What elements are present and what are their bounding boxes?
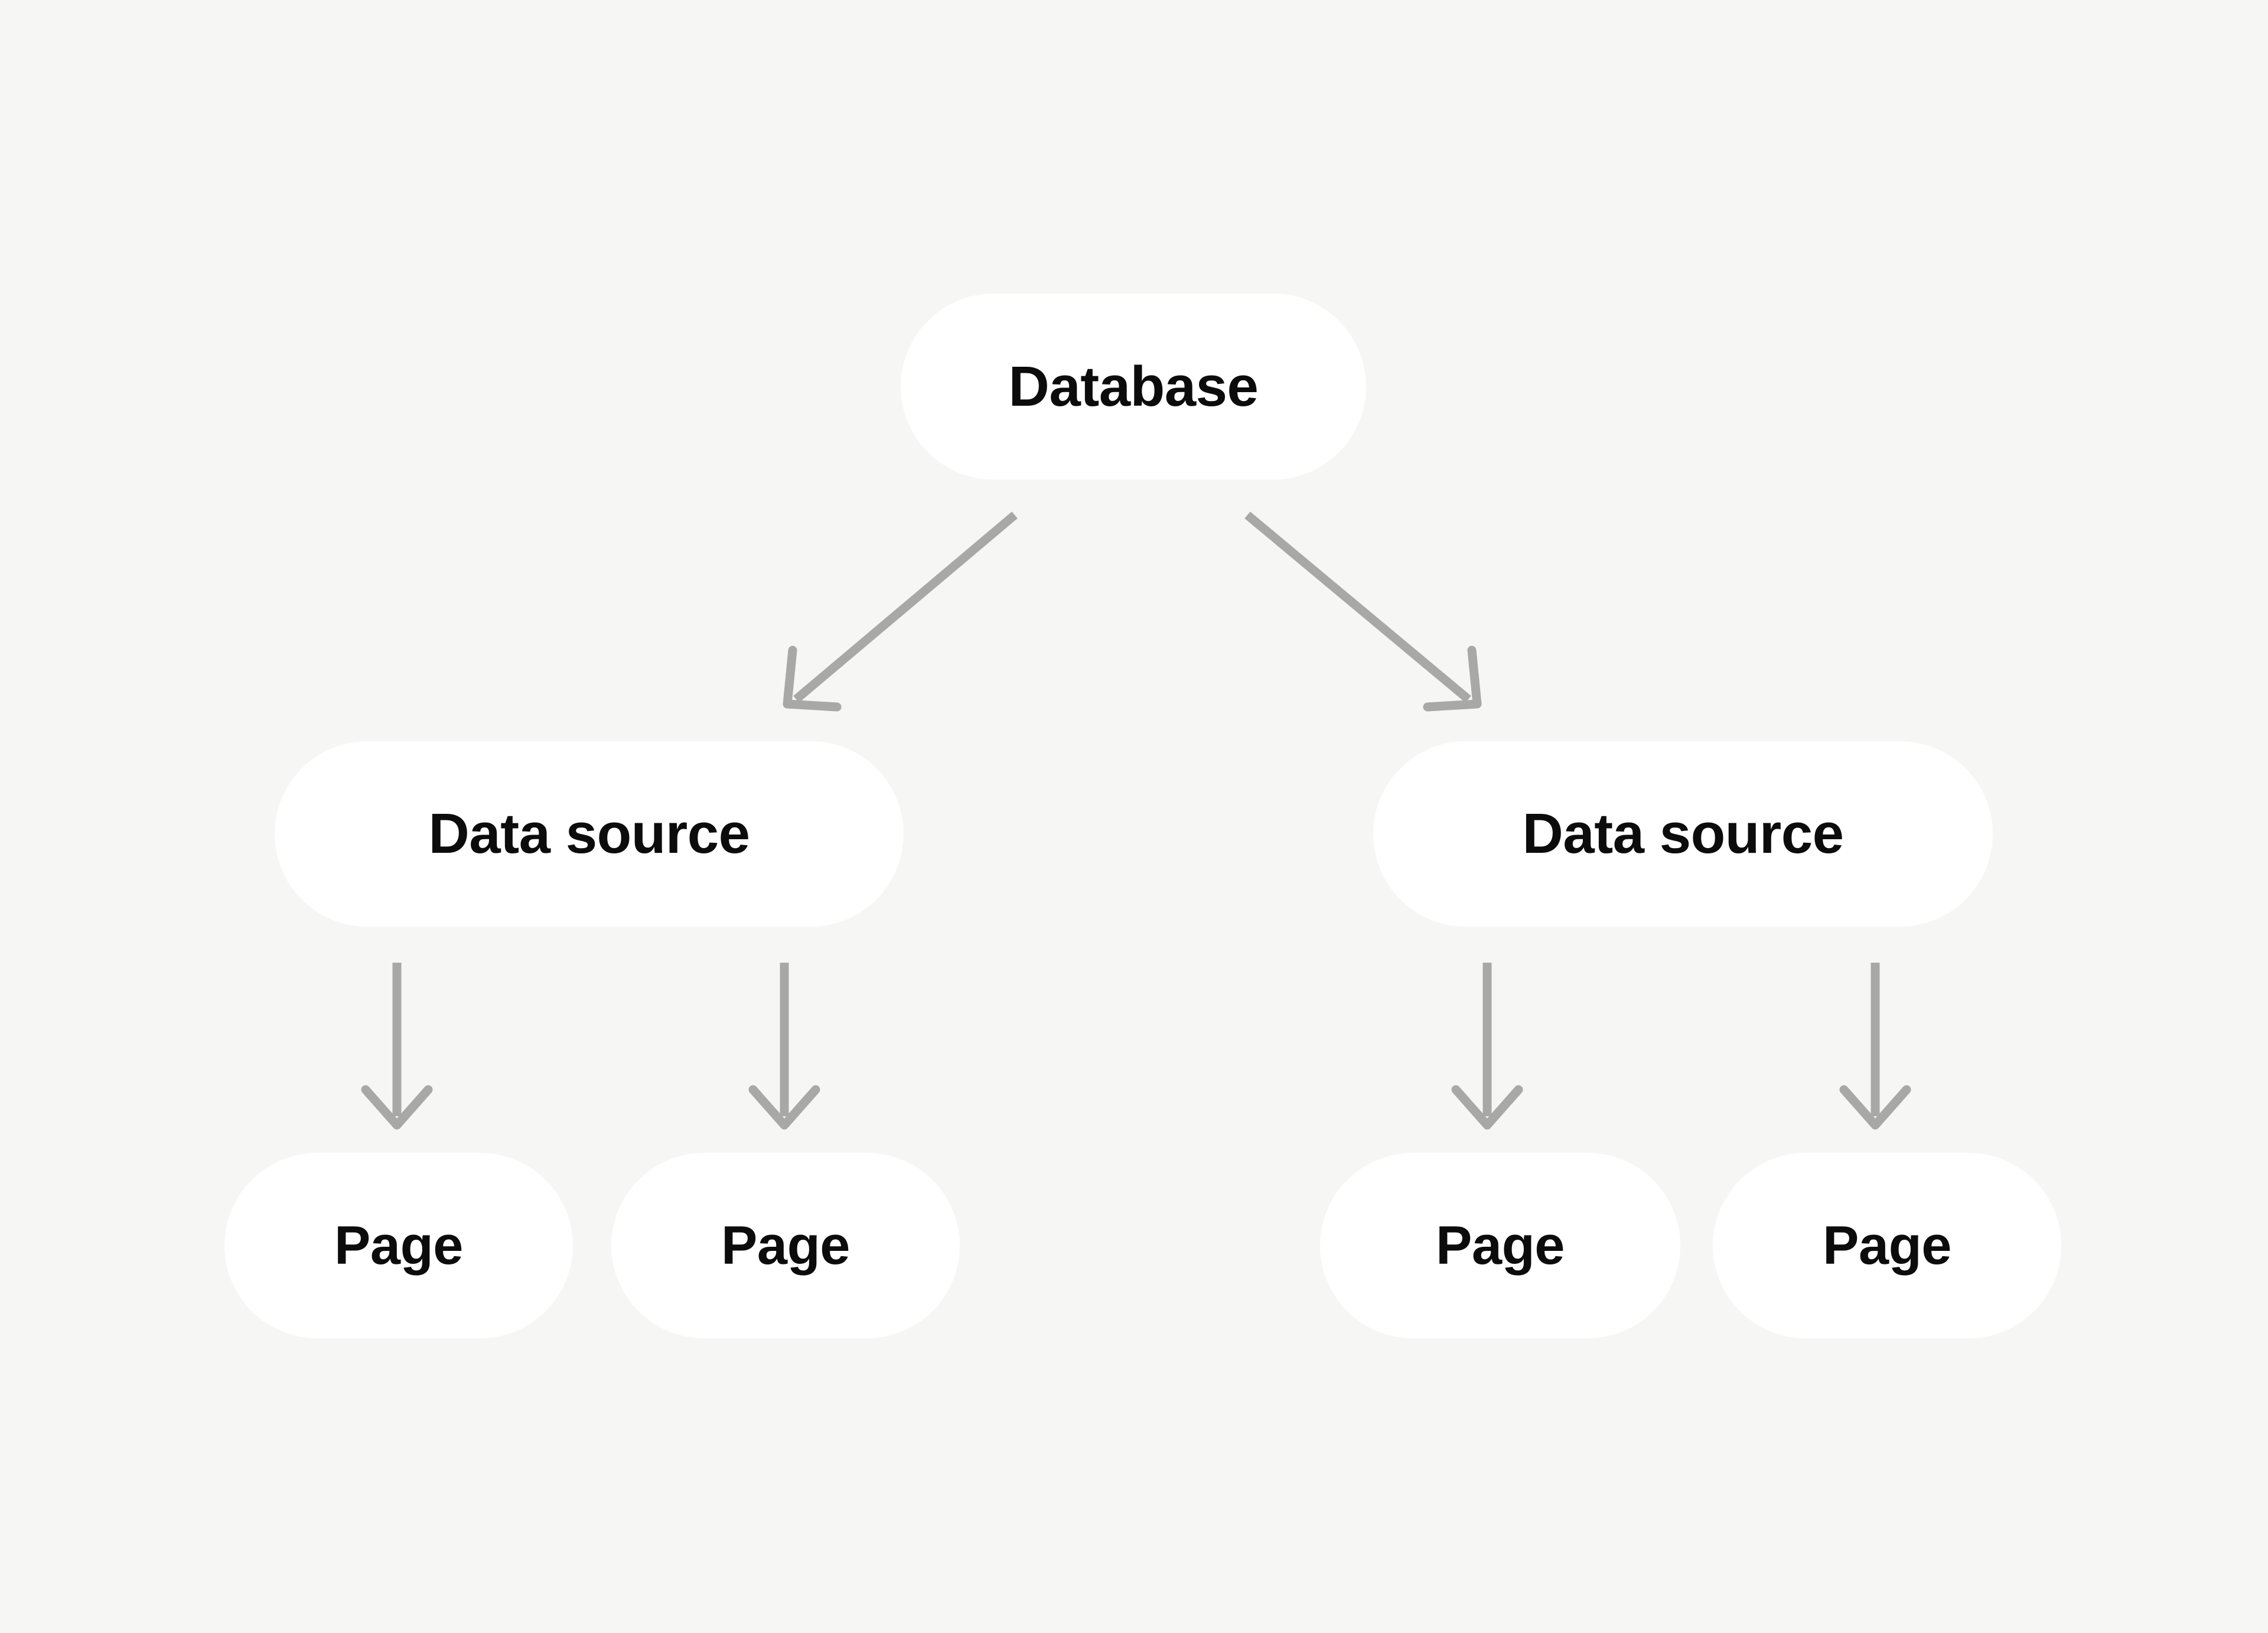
- node-page-4-label: Page: [1823, 1215, 1951, 1276]
- node-page-1-label: Page: [334, 1215, 463, 1276]
- node-database-label: Database: [1008, 354, 1259, 418]
- node-data-source-2-label: Data source: [1522, 802, 1844, 865]
- node-data-source-1-label: Data source: [428, 802, 750, 865]
- node-page-4[interactable]: Page: [1713, 1153, 2061, 1338]
- node-page-3[interactable]: Page: [1320, 1153, 1680, 1338]
- edge-database-to-datasource-1: [783, 511, 1018, 712]
- node-page-3-label: Page: [1436, 1215, 1565, 1276]
- edge-datasource-1-to-page-2: [748, 963, 820, 1130]
- edge-datasource-2-to-page-3: [1451, 963, 1523, 1130]
- edge-datasource-2-to-page-4: [1839, 963, 1911, 1130]
- node-data-source-1[interactable]: Data source: [275, 741, 904, 927]
- node-database[interactable]: Database: [901, 294, 1366, 480]
- node-data-source-2[interactable]: Data source: [1373, 741, 1993, 927]
- node-page-2[interactable]: Page: [611, 1153, 960, 1338]
- edge-database-to-datasource-2: [1244, 511, 1482, 712]
- edge-datasource-1-to-page-1: [361, 963, 433, 1130]
- node-page-1[interactable]: Page: [224, 1153, 573, 1338]
- node-page-2-label: Page: [721, 1215, 850, 1276]
